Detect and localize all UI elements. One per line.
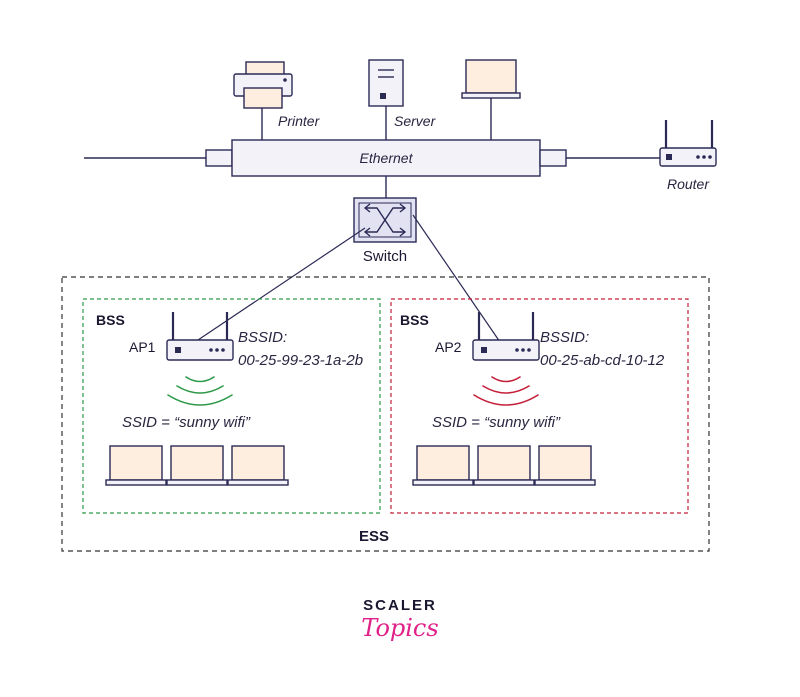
ap2-router-icon xyxy=(471,310,541,362)
router-label: Router xyxy=(667,176,710,192)
ap1-router-icon xyxy=(165,310,235,362)
bss-right-boundary xyxy=(390,298,689,514)
printer-icon xyxy=(233,61,293,140)
workstation-laptop-icon xyxy=(461,59,521,140)
ssid-left-label: SSID = “sunny wifi” xyxy=(122,414,251,431)
ssid-right-label: SSID = “sunny wifi” xyxy=(432,414,561,431)
switch-ap2-link xyxy=(412,214,501,343)
laptop-left-1-icon xyxy=(105,445,167,486)
ap2-wifi-signal-icon xyxy=(473,376,539,406)
logo-topics-text: Topics xyxy=(361,614,438,642)
scaler-topics-logo: SCALER Topics xyxy=(361,597,438,642)
ess-boundary xyxy=(61,276,710,552)
ap2-bssid-value: 00-25-ab-cd-10-12 xyxy=(540,352,665,369)
ethernet-label: Ethernet xyxy=(360,150,414,166)
ap1-bssid-value: 00-25-99-23-1a-2b xyxy=(238,352,363,369)
ap2-label: AP2 xyxy=(435,339,462,355)
switch-icon xyxy=(353,197,417,243)
printer-label: Printer xyxy=(278,113,321,129)
bss-left-label: BSS xyxy=(96,312,125,328)
ess-label: ESS xyxy=(359,528,389,545)
logo-scaler-text: SCALER xyxy=(363,597,437,614)
ap1-label: AP1 xyxy=(129,339,156,355)
switch-label: Switch xyxy=(363,248,407,265)
ap1-wifi-signal-icon xyxy=(167,376,233,406)
router-icon xyxy=(659,120,717,167)
laptop-right-2-icon xyxy=(473,445,535,486)
server-label: Server xyxy=(394,113,437,129)
ap1-bssid-title: BSSID: xyxy=(238,329,287,346)
bss-right-label: BSS xyxy=(400,312,429,328)
laptop-right-3-icon xyxy=(534,445,596,486)
ethernet-bus: Ethernet xyxy=(84,139,660,177)
server-icon xyxy=(368,59,404,140)
bss-left-boundary xyxy=(82,298,381,514)
switch-ap1-link xyxy=(197,227,366,341)
ap2-bssid-title: BSSID: xyxy=(540,329,589,346)
laptop-left-2-icon xyxy=(166,445,228,486)
laptop-right-1-icon xyxy=(412,445,474,486)
laptop-left-3-icon xyxy=(227,445,289,486)
